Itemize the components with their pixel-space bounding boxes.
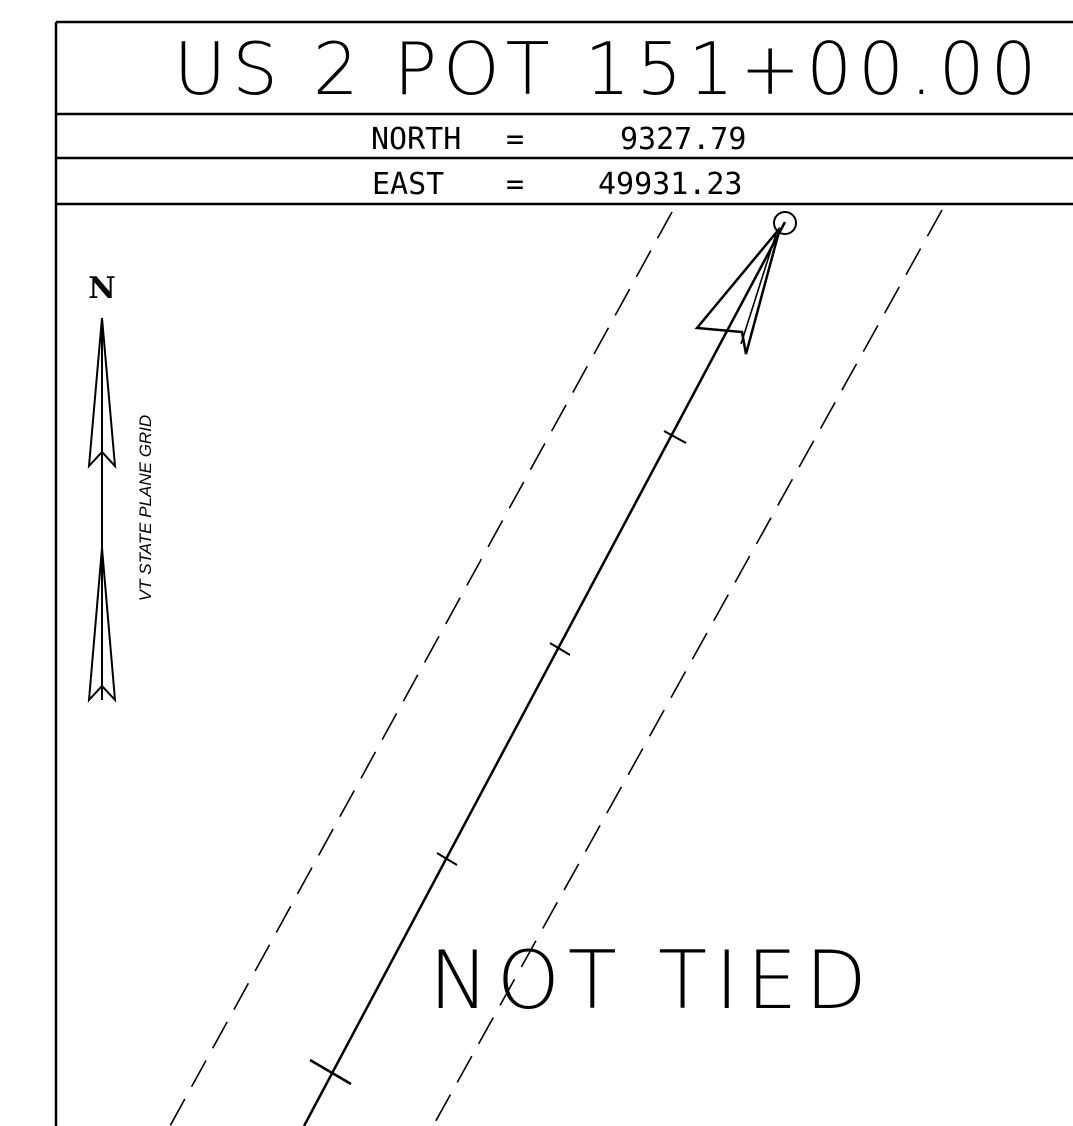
east-label: EAST [372, 167, 444, 202]
north-arrow: N VT STATE PLANE GRID [87, 271, 155, 703]
station-tick-major [309, 1058, 352, 1086]
centerline-main [302, 221, 787, 1126]
vt-state-plane-grid-label: VT STATE PLANE GRID [136, 415, 155, 601]
east-equals: = [506, 167, 524, 202]
north-arrow-upper-head-icon [87, 317, 117, 469]
station-tick-3 [436, 852, 458, 866]
north-label: NORTH [371, 122, 461, 157]
north-coordinate-row: NORTH = 9327.79 [371, 122, 746, 157]
north-equals: = [506, 122, 524, 157]
north-letter: N [88, 271, 115, 306]
survey-point-marker [694, 211, 797, 355]
east-coordinate-row: EAST = 49931.23 [372, 167, 743, 202]
arrow-head-inner-line [740, 233, 777, 345]
north-value: 9327.79 [620, 122, 746, 157]
title-block-frame [54, 20, 1073, 1126]
not-tied-note: NOT TIED [429, 934, 875, 1027]
station-tick-1 [663, 430, 687, 444]
survey-point-circle-icon [773, 211, 797, 235]
point-title: US 2 POT 151+00.00 [174, 27, 1043, 111]
centerline [302, 221, 787, 1126]
east-value: 49931.23 [598, 167, 743, 202]
north-arrow-lower-head-icon [87, 547, 117, 703]
direction-arrow-head-icon [694, 227, 782, 355]
station-tick-2 [549, 642, 571, 656]
